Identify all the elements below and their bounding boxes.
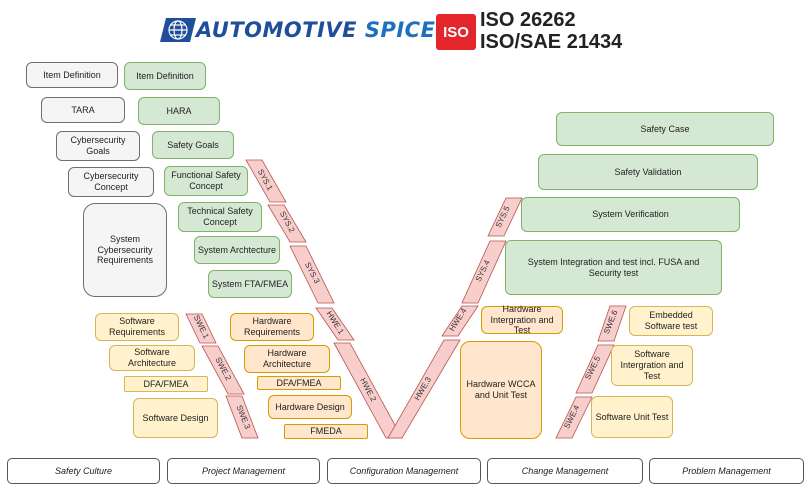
safety-item-definition: Item Definition: [124, 62, 206, 90]
configuration-management: Configuration Management: [327, 458, 481, 484]
hwe3-band: [387, 339, 461, 439]
problem-management: Problem Management: [649, 458, 804, 484]
safety-goals: Safety Goals: [152, 131, 234, 159]
hardware-requirements: Hardware Requirements: [230, 313, 314, 341]
hwe1-band: [315, 307, 355, 341]
globe-icon: [160, 18, 196, 42]
hardware-integration-test: Hardware Intergration and Test: [481, 304, 563, 335]
sys3-band: [289, 245, 335, 304]
cyber-concept: Cybersecurity Concept: [68, 167, 154, 197]
software-architecture: Software Architecture: [109, 345, 195, 371]
cyber-tara: TARA: [41, 97, 125, 123]
hardware-architecture: Hardware Architecture: [244, 345, 330, 373]
iso-badge: ISO: [436, 14, 476, 50]
software-design: Software Design: [133, 398, 218, 438]
cyber-item-definition: Item Definition: [26, 62, 118, 88]
hardware-wcca-unit-test: Hardware WCCA and Unit Test: [460, 341, 542, 439]
swe2-band: [201, 345, 245, 395]
swe6-band: [597, 305, 627, 342]
safety-case: Safety Case: [556, 112, 774, 146]
sys1-band: [245, 159, 287, 203]
safety-culture: Safety Culture: [7, 458, 160, 484]
safety-validation: Safety Validation: [538, 154, 758, 190]
hw-dfa-fmea: DFA/FMEA: [257, 376, 341, 390]
technical-safety-concept: Technical Safety Concept: [178, 202, 262, 232]
software-integration-test: Software Intergration and Test: [611, 345, 693, 386]
swe1-band: [185, 313, 217, 344]
sw-dfa-fmea: DFA/FMEA: [124, 376, 208, 392]
system-architecture: System Archtecture: [194, 236, 280, 264]
cyber-goals: Cybersecurity Goals: [56, 131, 140, 161]
project-management: Project Management: [167, 458, 320, 484]
system-fta-fmea: System FTA/FMEA: [208, 270, 292, 298]
fmeda: FMEDA: [284, 424, 368, 439]
hardware-design: Hardware Design: [268, 395, 352, 419]
embedded-software-test: Embedded Software test: [629, 306, 713, 336]
software-requirements: Software Requirements: [95, 313, 179, 341]
hara: HARA: [138, 97, 220, 125]
iso-standards-title: ISO 26262 ISO/SAE 21434: [480, 9, 622, 53]
iso-21434-label: ISO/SAE 21434: [480, 31, 623, 53]
iso-26262-label: ISO 26262: [480, 9, 576, 31]
functional-safety-concept: Functional Safety Concept: [164, 166, 248, 196]
hwe4-band: [441, 305, 479, 337]
sys2-band: [267, 204, 307, 243]
swe3-band: [225, 395, 259, 439]
change-management: Change Management: [487, 458, 643, 484]
software-unit-test: Software Unit Test: [591, 396, 673, 438]
system-verification: System Verification: [521, 197, 740, 232]
system-cybersecurity-requirements: System Cybersecurity Requirements: [83, 203, 167, 297]
system-integration-test: System Integration and test incl. FUSA a…: [505, 240, 722, 295]
